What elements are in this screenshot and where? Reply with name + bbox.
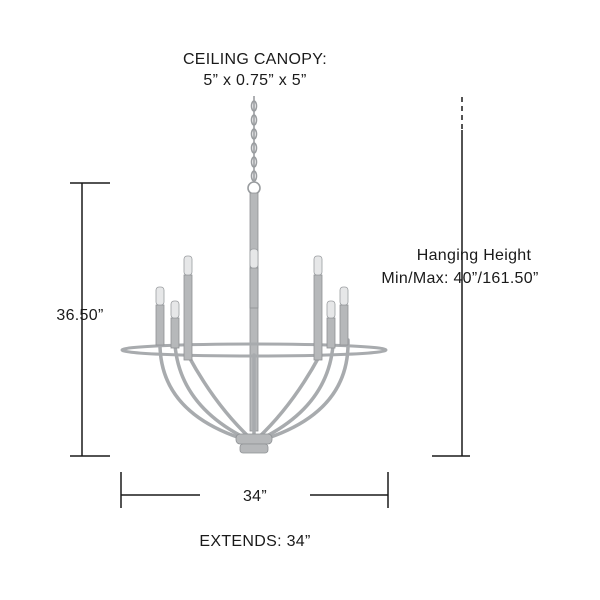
- hanging-height-title: Hanging Height: [416, 247, 532, 264]
- ceiling-canopy-title: CEILING CANOPY:: [182, 51, 328, 68]
- chandelier-illustration: [120, 96, 388, 454]
- fixture-width-label: 34”: [242, 488, 268, 505]
- height-dimension-line: [70, 182, 110, 457]
- hanging-height-dimension-line: [432, 97, 470, 457]
- chain: [247, 96, 261, 195]
- width-dimension-line: [120, 472, 389, 508]
- candle-sockets: [155, 267, 349, 361]
- curved-arms: [158, 338, 350, 440]
- ceiling-canopy-dimensions: 5” x 0.75” x 5”: [203, 72, 307, 89]
- fixture-height-label: 36.50”: [56, 307, 104, 324]
- extends-label: EXTENDS: 34”: [199, 533, 311, 550]
- hanging-height-range: Min/Max: 40”/161.50”: [381, 270, 539, 287]
- bulbs: [155, 248, 349, 319]
- bottom-hub: [235, 433, 273, 454]
